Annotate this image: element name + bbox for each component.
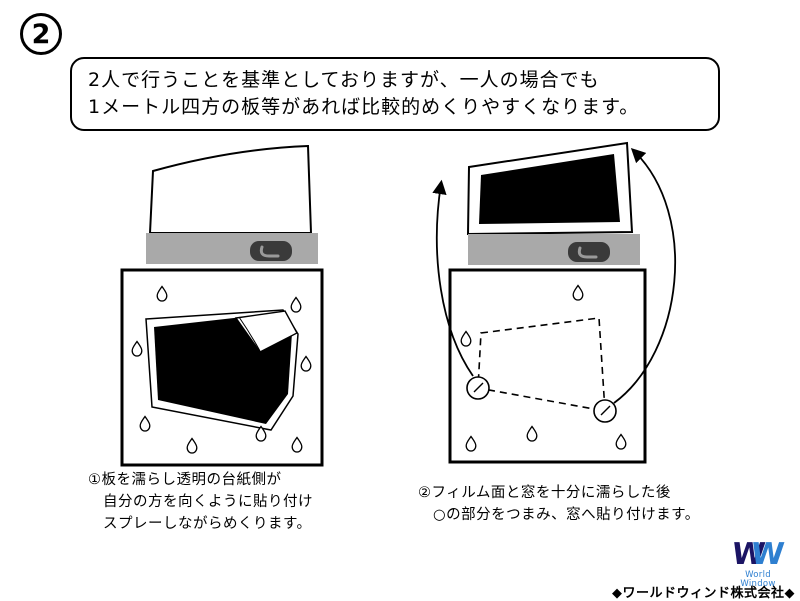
step2-illustration	[432, 141, 677, 464]
callout-line-1: 2人で行うことを基準としておりますが、一人の場合でも	[88, 69, 600, 91]
handle-icon	[250, 241, 292, 261]
arrow-left-icon	[432, 179, 474, 377]
peeled-corner	[234, 310, 298, 353]
window-film-black	[479, 154, 620, 224]
world-window-logo: WW World Window	[726, 537, 790, 589]
step-number-badge: 2	[20, 13, 62, 55]
step1-caption: ①板を濡らし透明の台紙側が 自分の方を向くように貼り付け スプレーしながらめくり…	[88, 470, 313, 535]
callout-line-2: 1メートル四方の板等があれば比較的めくりやすくなります。	[88, 95, 640, 118]
step-number: 2	[31, 18, 51, 50]
logo-subtitle: World Window	[740, 570, 776, 589]
caption-line: ①板を濡らし透明の台紙側が	[88, 472, 282, 488]
pinch-tick-right	[600, 405, 611, 416]
caption-line: ○の部分をつまみ、窓へ貼り付けます。	[433, 506, 700, 523]
handle-icon	[568, 242, 610, 262]
handle-detail	[577, 246, 598, 259]
arrow-right-icon	[613, 147, 677, 404]
caption-line: 自分の方を向くように貼り付け	[103, 493, 313, 510]
film-liner-sheet	[148, 144, 313, 234]
step2-caption: ②フィルム面と窓を十分に濡らした後 ○の部分をつまみ、窓へ貼り付けます。	[418, 483, 700, 527]
caption-line: ②フィルム面と窓を十分に濡らした後	[418, 485, 671, 501]
handle-detail	[259, 245, 280, 258]
logo-w-blue: W	[749, 537, 786, 572]
frame-bar	[468, 234, 640, 265]
caption-line: スプレーしながらめくります。	[103, 515, 312, 532]
board-outline	[448, 268, 647, 464]
company-name: ◆ワールドウィンド株式会社◆	[612, 586, 795, 601]
pinch-tick-left	[473, 382, 484, 393]
step1-illustration	[120, 144, 324, 467]
peel-curve	[238, 316, 261, 352]
instruction-callout: 2人で行うことを基準としておりますが、一人の場合でも 1メートル四方の板等があれ…	[70, 57, 720, 131]
frame-bar	[146, 233, 318, 264]
